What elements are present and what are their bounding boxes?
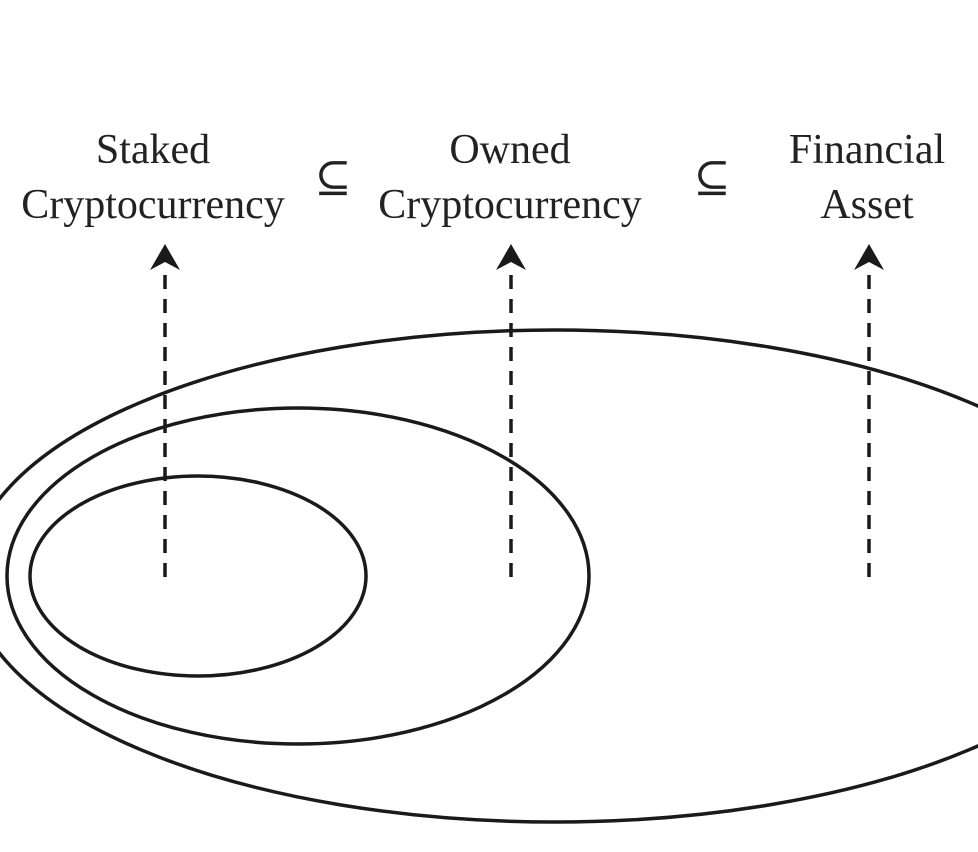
- owned-cryptocurrency-ellipse: [5, 406, 591, 746]
- staked-cryptocurrency-label: Staked Cryptocurrency: [21, 127, 285, 228]
- staked-label-line-2: Cryptocurrency: [21, 182, 285, 228]
- financial-pointer: [854, 244, 884, 577]
- financial-asset-label: Financial Asset: [789, 127, 945, 228]
- staked-cryptocurrency-ellipse: [28, 474, 368, 678]
- owned-pointer: [496, 244, 526, 577]
- financial-asset-ellipse: [0, 328, 978, 824]
- financial-label-line-1: Financial: [789, 127, 945, 173]
- subset-symbol-1: ⊆: [315, 152, 352, 203]
- staked-pointer: [150, 244, 180, 577]
- owned-cryptocurrency-label: Owned Cryptocurrency: [378, 127, 642, 228]
- subset-symbol-2: ⊆: [694, 152, 731, 203]
- owned-arrow-head: [496, 244, 526, 270]
- owned-label-line-1: Owned: [449, 127, 570, 173]
- owned-label-line-2: Cryptocurrency: [378, 182, 642, 228]
- financial-arrow-head: [854, 244, 884, 270]
- staked-arrow-head: [150, 244, 180, 270]
- financial-label-line-2: Asset: [820, 182, 914, 228]
- staked-label-line-1: Staked: [96, 127, 210, 173]
